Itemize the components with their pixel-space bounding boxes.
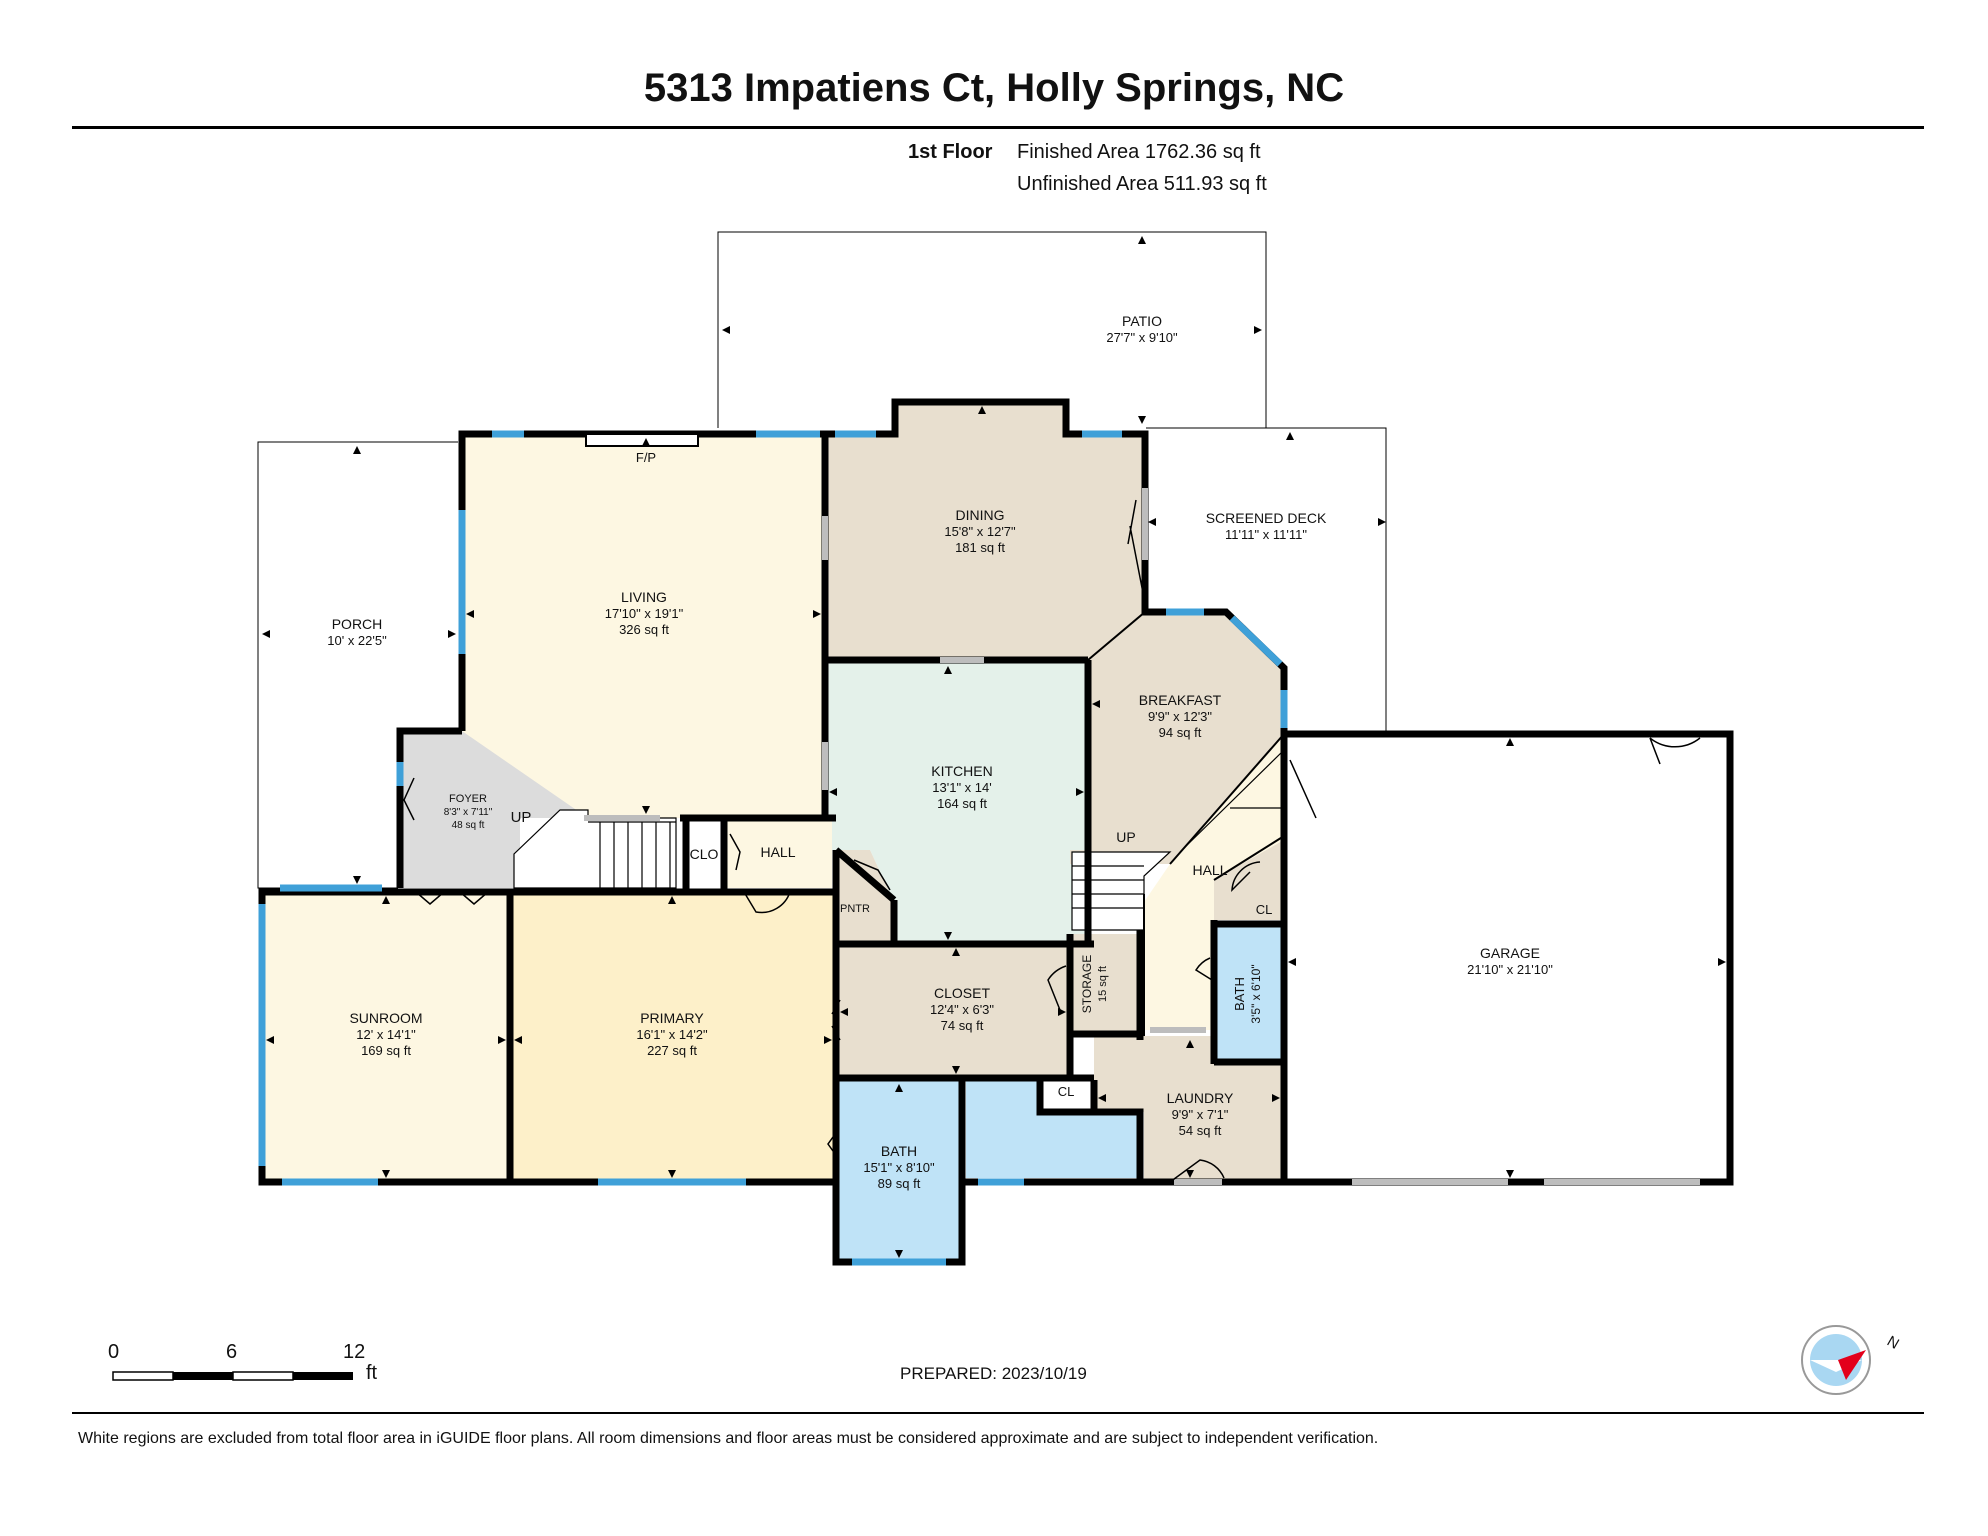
bath-name: BATH: [881, 1143, 917, 1159]
disclaimer: White regions are excluded from total fl…: [78, 1430, 1379, 1447]
porch-name: PORCH: [332, 616, 383, 632]
dining-name: DINING: [956, 507, 1005, 523]
prepared-date: PREPARED: 2023/10/19: [900, 1364, 1087, 1383]
screened-deck-outline: [1146, 427, 1387, 734]
bath-half-dims: 3'5" x 6'10": [1249, 964, 1263, 1023]
stairs-foyer: [513, 809, 677, 889]
compass-icon: N: [1801, 1325, 1902, 1395]
dining-fill: [825, 402, 1145, 660]
laundry-name: LAUNDRY: [1167, 1090, 1234, 1106]
bath-fill: [836, 1080, 962, 1262]
sunroom-area: 169 sq ft: [361, 1043, 411, 1058]
closet-dims: 12'4" x 6'3": [930, 1002, 994, 1017]
foyer-name: FOYER: [449, 793, 487, 805]
hall-left-fill: [724, 818, 832, 888]
laundry-fill: [1094, 1036, 1284, 1182]
bath-half-name: BATH: [1232, 977, 1247, 1011]
cl-bath-label: CL: [1058, 1084, 1075, 1099]
cl-hall-label: CL: [1256, 902, 1273, 917]
storage-name: STORAGE: [1080, 955, 1094, 1013]
closet-area: 74 sq ft: [941, 1018, 984, 1033]
finished-area: Finished Area 1762.36 sq ft: [1017, 141, 1261, 163]
kitchen-area: 164 sq ft: [937, 796, 987, 811]
storage-area: 15 sq ft: [1097, 966, 1109, 1002]
scale-unit: ft: [366, 1362, 378, 1384]
fireplace-label: F/P: [636, 450, 656, 465]
porch-dims: 10' x 22'5": [327, 633, 387, 648]
scale-tick-6: 6: [226, 1341, 238, 1363]
scale-bar: [112, 1371, 353, 1381]
wall-foyer: [396, 727, 462, 888]
kitchen-name: KITCHEN: [931, 763, 992, 779]
living-name: LIVING: [621, 589, 667, 605]
windows: [258, 430, 1288, 1266]
screened-deck-name: SCREENED DECK: [1206, 510, 1327, 526]
garage-dims: 21'10" x 21'10": [1467, 962, 1553, 977]
unfinished-area: Unfinished Area 511.93 sq ft: [1017, 173, 1267, 195]
clo-label: CLO: [690, 846, 719, 862]
bath-extension-fill: [966, 1080, 1140, 1178]
sunroom-fill: [262, 892, 510, 1182]
scale-tick-12: 12: [343, 1341, 366, 1363]
top-divider: [72, 126, 1924, 129]
fireplace: [585, 433, 699, 447]
living-dims: 17'10" x 19'1": [605, 606, 684, 621]
wall-pantry: [833, 847, 897, 903]
stairs-hall: [1071, 749, 1285, 931]
living-fill: [462, 434, 825, 818]
bottom-divider: [72, 1412, 1924, 1414]
laundry-dims: 9'9" x 7'1": [1172, 1107, 1229, 1122]
closet-name: CLOSET: [934, 985, 990, 1001]
bath-area: 89 sq ft: [878, 1176, 921, 1191]
breakfast-fill: [1070, 612, 1284, 864]
hall-right-label: HALL: [1192, 862, 1227, 878]
room-labels: PATIO 27'7" x 9'10" SCREENED DECK 11'11"…: [327, 313, 1553, 1191]
floor-name: 1st Floor: [908, 141, 993, 163]
openings: [584, 488, 1700, 1185]
foyer-dims: 8'3" x 7'11": [444, 807, 493, 818]
wall-bath-south: [832, 1080, 1284, 1266]
screened-deck-dims: 11'11" x 11'11": [1225, 527, 1307, 542]
sunroom-dims: 12' x 14'1": [356, 1027, 416, 1042]
laundry-area: 54 sq ft: [1179, 1123, 1222, 1138]
kitchen-fill: [825, 660, 1088, 944]
up-hall: UP: [1116, 829, 1135, 845]
breakfast-dims: 9'9" x 12'3": [1148, 709, 1212, 724]
sunroom-name: SUNROOM: [349, 1010, 422, 1026]
compass-letter: N: [1884, 1333, 1902, 1353]
primary-dims: 16'1" x 14'2": [636, 1027, 708, 1042]
door-swings: [403, 499, 1701, 1183]
page-title: 5313 Impatiens Ct, Holly Springs, NC: [643, 66, 1345, 110]
bath-dims: 15'1" x 8'10": [863, 1160, 935, 1175]
cl-hall-fill: [1214, 840, 1284, 920]
partitions: [1087, 611, 1285, 1036]
primary-fill: [510, 892, 836, 1182]
pntr-label: PNTR: [840, 903, 870, 915]
primary-area: 227 sq ft: [647, 1043, 697, 1058]
dining-dims: 15'8" x 12'7": [944, 524, 1016, 539]
primary-name: PRIMARY: [640, 1010, 704, 1026]
foyer-area: 48 sq ft: [452, 820, 485, 831]
patio-outline: [717, 231, 1267, 428]
bath-half-fill: [1214, 924, 1284, 1062]
garage-name: GARAGE: [1480, 945, 1540, 961]
foyer-fill: [400, 731, 588, 888]
dimension-arrows: [262, 236, 1726, 1258]
breakfast-area: 94 sq ft: [1159, 725, 1202, 740]
wall-cl: [1036, 1080, 1144, 1182]
patio-name: PATIO: [1122, 313, 1162, 329]
dining-area: 181 sq ft: [955, 540, 1005, 555]
patio-dims: 27'7" x 9'10": [1106, 330, 1178, 345]
up-foyer: UP: [511, 809, 532, 826]
hall-left-label: HALL: [760, 844, 795, 860]
kitchen-dims: 13'1" x 14': [932, 780, 991, 795]
living-area: 326 sq ft: [619, 622, 669, 637]
closet-fill: [836, 944, 1070, 1076]
breakfast-name: BREAKFAST: [1139, 692, 1222, 708]
scale-tick-0: 0: [108, 1341, 120, 1363]
storage-fill: [1070, 934, 1140, 1032]
